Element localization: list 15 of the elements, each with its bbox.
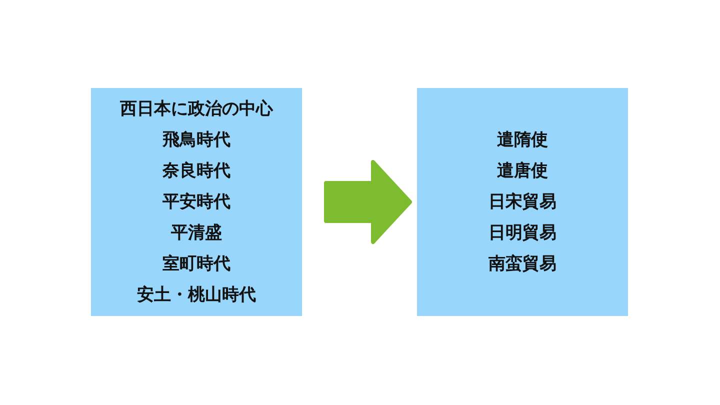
list-item: 室町時代 <box>162 252 230 276</box>
text-box <box>91 88 302 316</box>
list-item: 南蛮貿易 <box>488 252 556 276</box>
list-item: 奈良時代 <box>162 160 230 182</box>
list-item: 遣唐使 <box>497 160 548 182</box>
list-item: 日明貿易 <box>488 222 556 244</box>
text-box <box>417 88 628 316</box>
list-item: 平清盛 <box>171 222 222 244</box>
list-item: 安土・桃山時代 <box>137 284 256 306</box>
list-item: 日宋貿易 <box>488 190 556 214</box>
list-item: 平安時代 <box>162 190 230 214</box>
block-arrow <box>324 160 412 244</box>
list-item: 遣隋使 <box>497 128 548 152</box>
list-item: 西日本に政治の中心 <box>120 98 273 120</box>
list-item: 飛鳥時代 <box>162 128 230 152</box>
